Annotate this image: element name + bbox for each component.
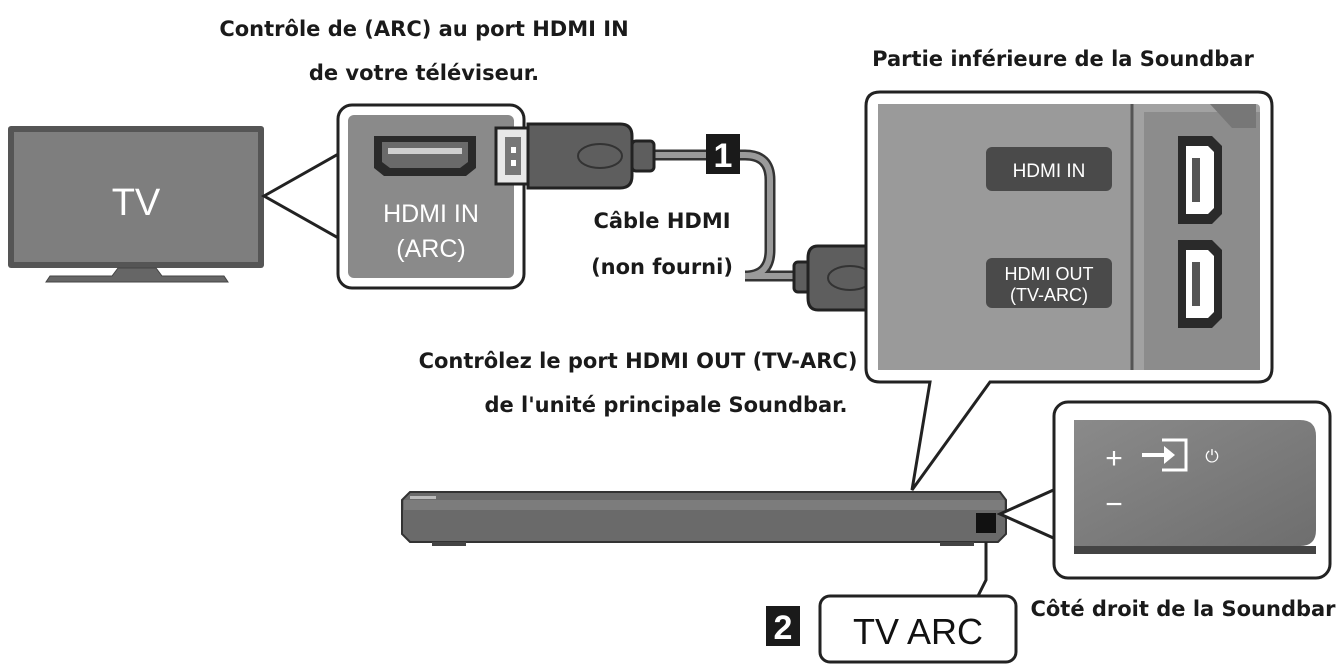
top-caption-line2: de votre téléviseur. <box>309 61 539 85</box>
soundbar-side-callout: + − ⏻ <box>1052 400 1332 580</box>
tv-callout-pointer <box>260 149 344 243</box>
cable-caption-line1: Câble HDMI <box>593 209 730 233</box>
source-button[interactable] <box>1142 438 1188 472</box>
soundbar-hdmi-in-port <box>1178 136 1222 224</box>
soundbar-hdmi-in-label: HDMI IN <box>1013 161 1086 182</box>
tv-arc-pointer-line <box>975 542 1000 598</box>
step-2-badge: 2 <box>766 606 800 647</box>
step-1-number: 1 <box>714 137 733 175</box>
tv-arc-label: TV ARC <box>853 611 983 652</box>
hdmi-plug-tv-end <box>494 122 656 190</box>
soundbar-right-side-caption: Côté droit de la Soundbar <box>1030 597 1336 621</box>
soundbar-hdmi-port-location <box>976 513 996 533</box>
step-2-number: 2 <box>774 609 793 647</box>
out-caption-line1: Contrôlez le port HDMI OUT (TV-ARC) <box>419 349 858 373</box>
tv-port-label-line1: HDMI IN <box>383 200 479 228</box>
hdmi-cable <box>652 149 805 282</box>
top-caption-line1: Contrôle de (ARC) au port HDMI IN <box>219 17 628 41</box>
step-1-badge: 1 <box>706 134 740 175</box>
soundbar-bottom-callout: HDMI IN HDMI OUT (TV-ARC) <box>864 90 1274 491</box>
tv-hdmi-port-callout: HDMI IN (ARC) <box>336 103 526 290</box>
soundbar-bottom-caption: Partie inférieure de la Soundbar <box>872 47 1254 71</box>
side-callout-pointer <box>996 485 1060 543</box>
soundbar-hdmi-out-label-line2: (TV-ARC) <box>1010 285 1088 305</box>
tv-port-label-line2: (ARC) <box>396 235 465 263</box>
tv-arc-label-box: TV ARC <box>818 594 1018 664</box>
soundbar-hdmi-out-port <box>1178 240 1222 328</box>
power-button[interactable]: ⏻ <box>1205 447 1219 466</box>
soundbar-main-unit <box>401 491 1007 546</box>
soundbar-hdmi-in-label-box <box>986 147 1112 191</box>
volume-up-button[interactable]: + <box>1105 442 1123 475</box>
soundbar-hdmi-out-label-box <box>986 258 1112 308</box>
soundbar-hdmi-out-label-line1: HDMI OUT <box>1005 264 1094 284</box>
cable-caption-line2: (non fourni) <box>591 255 733 279</box>
volume-down-button[interactable]: − <box>1105 488 1123 521</box>
source-arrow-icon <box>1164 446 1175 464</box>
tv-illustration: TV <box>8 126 264 283</box>
tv-label: TV <box>112 182 161 224</box>
out-caption-line2: de l'unité principale Soundbar. <box>484 393 847 417</box>
tv-hdmi-port-icon <box>374 136 476 176</box>
